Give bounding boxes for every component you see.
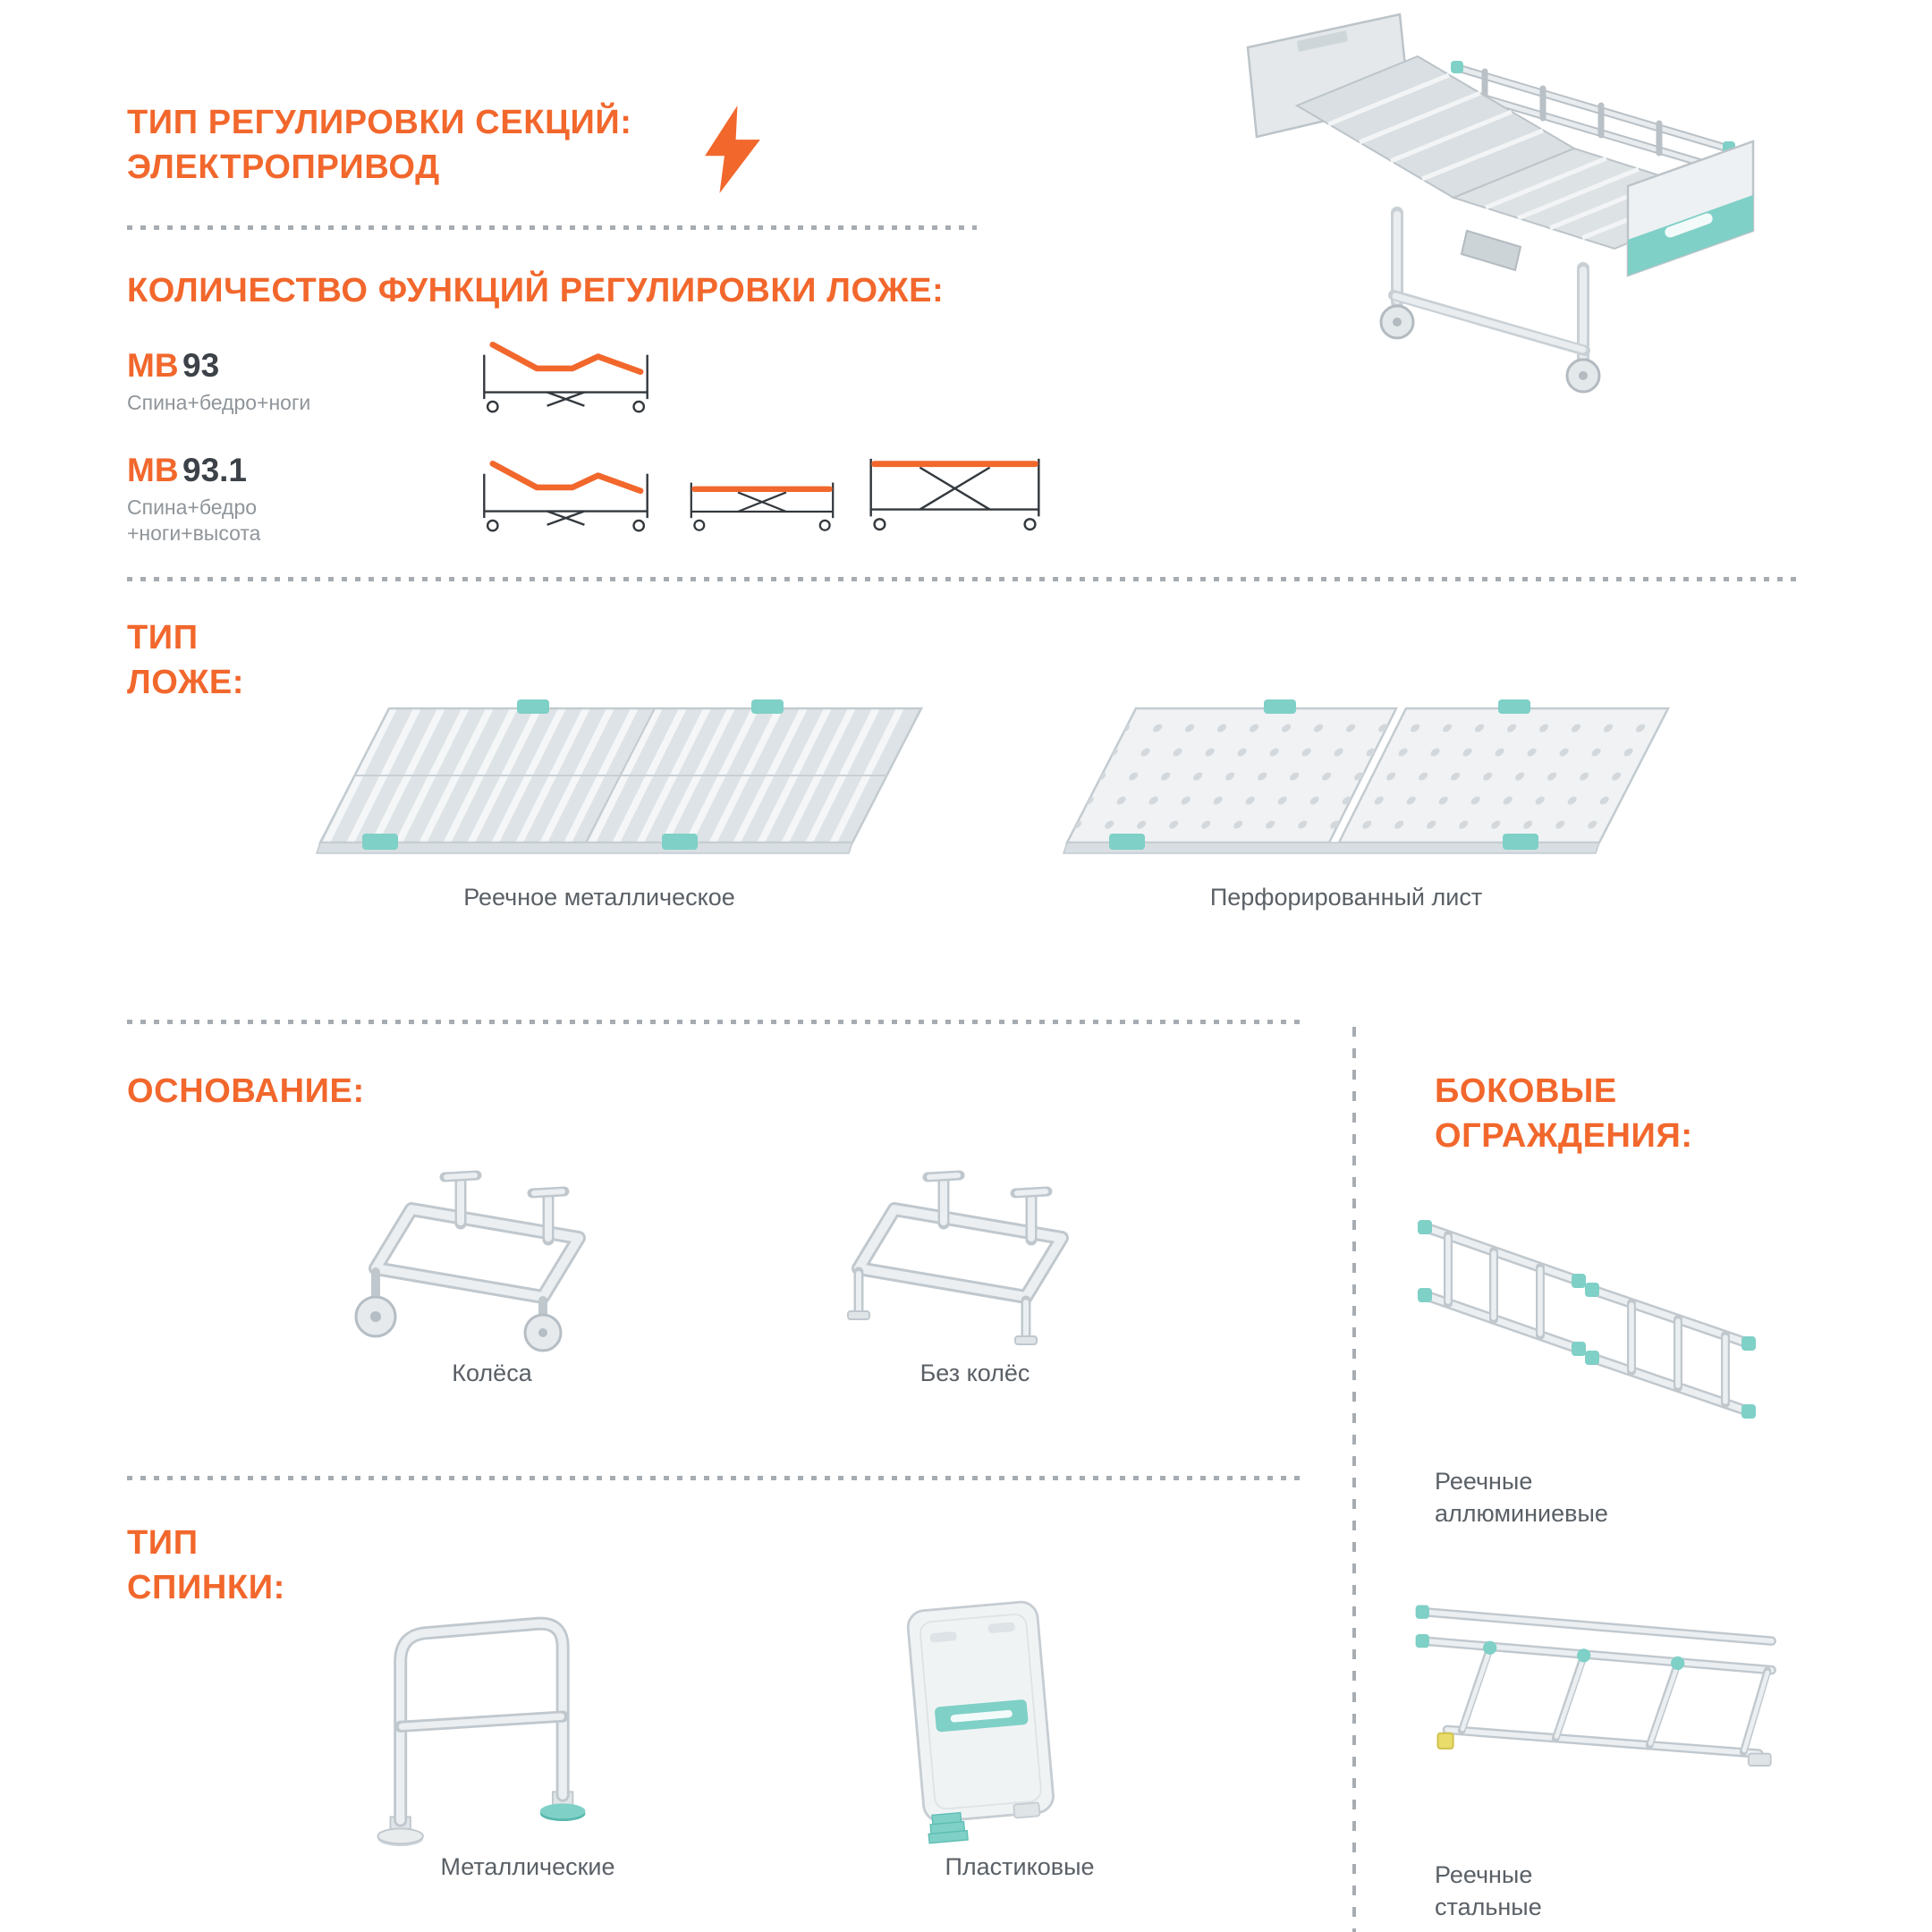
- aluminum-side-rails-label: Реечные аллюминиевые: [1435, 1468, 1608, 1528]
- bed-profile-flat-high-icon: [859, 447, 1051, 537]
- perforated-sheet-platform-icon: [1002, 696, 1690, 879]
- metal-backboard-label: Металлические: [440, 1853, 615, 1880]
- base-with-wheels-icon: [344, 1154, 640, 1355]
- divider-base: [127, 1020, 1308, 1024]
- electric-bed-illustration: [1163, 7, 1825, 472]
- aluminum-side-rails-icon: [1409, 1190, 1767, 1440]
- base-without-wheels-label: Без колёс: [919, 1360, 1030, 1386]
- backboard-heading: ТИП СПИНКИ:: [127, 1524, 285, 1607]
- lightning-icon: [705, 106, 760, 193]
- divider-platform: [127, 577, 1798, 581]
- model-mb931-number: 93.1: [182, 452, 248, 488]
- model-mb93: МВ 93 Спина+бедро+ноги: [127, 347, 449, 416]
- model-mb931-subtitle: Спина+бедро +ноги+высота: [127, 496, 261, 546]
- functions-count-heading: КОЛИЧЕСТВО ФУНКЦИЙ РЕГУЛИРОВКИ ЛОЖЕ:: [127, 272, 945, 309]
- base-without-wheels-icon: [827, 1154, 1123, 1355]
- model-mb93-number: 93: [182, 347, 220, 384]
- model-mb93-brand: МВ: [127, 347, 179, 384]
- bed-profile-adjustable-icon: [470, 452, 662, 537]
- regulation-type-line2: ЭЛЕКТРОПРИВОД: [127, 148, 440, 187]
- bed-profile-back-hip-legs-icon: [470, 333, 662, 418]
- plastic-backboard-label: Пластиковые: [945, 1853, 1095, 1880]
- divider-backboard: [127, 1476, 1308, 1480]
- platform-heading: ТИП ЛОЖЕ:: [127, 619, 245, 702]
- side-rails-heading: БОКОВЫЕ ОГРАЖДЕНИЯ:: [1435, 1072, 1693, 1156]
- model-mb93-name: МВ 93: [127, 347, 449, 385]
- slatted-metal-platform-label: Реечное металлическое: [463, 884, 735, 911]
- model-mb93-subtitle: Спина+бедро+ноги: [127, 391, 311, 414]
- regulation-type-heading: ТИП РЕГУЛИРОВКИ СЕКЦИЙ: ЭЛЕКТРОПРИВОД: [127, 100, 632, 190]
- model-mb931: МВ 93.1 Спина+бедро +ноги+высота: [127, 452, 449, 547]
- plastic-backboard-icon: [850, 1588, 1109, 1856]
- divider-vertical: [1352, 1027, 1356, 1932]
- slatted-metal-platform-icon: [255, 696, 944, 879]
- metal-backboard-icon: [340, 1601, 608, 1860]
- base-heading: ОСНОВАНИЕ:: [127, 1072, 365, 1110]
- steel-side-rails-label: Реечные стальные: [1435, 1861, 1542, 1921]
- base-with-wheels-label: Колёса: [452, 1360, 532, 1386]
- steel-side-rails-icon: [1409, 1556, 1784, 1825]
- bed-profile-flat-low-icon: [682, 454, 843, 537]
- perforated-sheet-platform-label: Перфорированный лист: [1209, 884, 1483, 911]
- model-mb931-name: МВ 93.1: [127, 452, 449, 489]
- regulation-type-line1: ТИП РЕГУЛИРОВКИ СЕКЦИЙ:: [127, 104, 632, 141]
- model-mb931-brand: МВ: [127, 452, 179, 488]
- divider-top: [127, 225, 977, 230]
